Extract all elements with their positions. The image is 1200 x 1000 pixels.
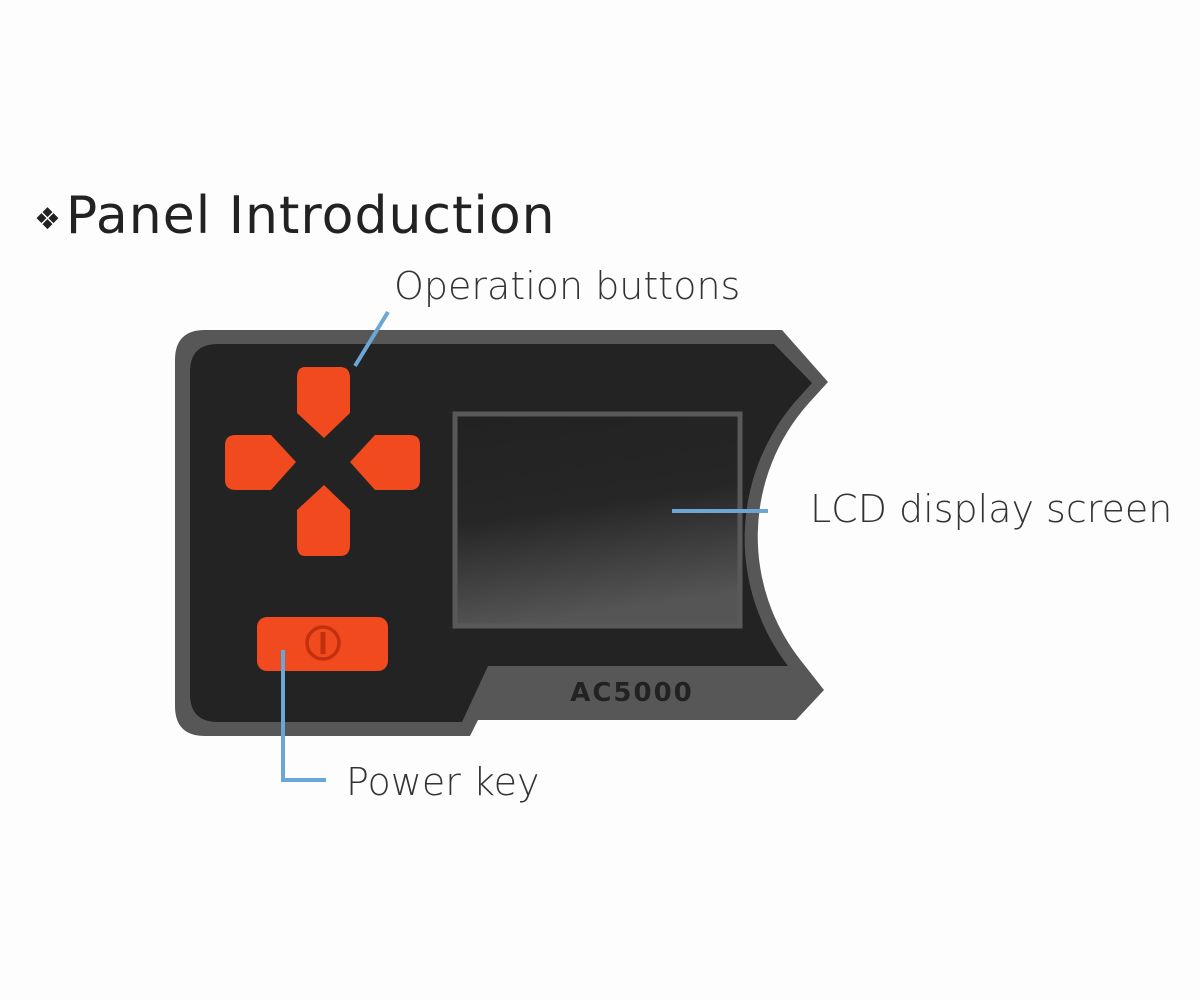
power-key-label: Power key [346, 760, 540, 804]
lcd-screen [452, 411, 743, 629]
right-button[interactable] [350, 435, 420, 490]
left-button[interactable] [225, 435, 296, 490]
down-button[interactable] [297, 485, 350, 556]
operation-callout-line [353, 310, 390, 368]
operation-buttons-label: Operation buttons [394, 264, 741, 308]
title-text: Panel Introduction [65, 186, 556, 246]
model-label: AC5000 [570, 678, 694, 708]
lcd-label: LCD display screen [810, 487, 1173, 531]
up-button[interactable] [297, 367, 350, 438]
page-title: ❖Panel Introduction [34, 186, 556, 246]
callout-lines [281, 310, 768, 782]
power-callout-line [281, 650, 326, 782]
diamond-bullet-icon: ❖ [34, 201, 62, 237]
power-icon [305, 625, 341, 661]
